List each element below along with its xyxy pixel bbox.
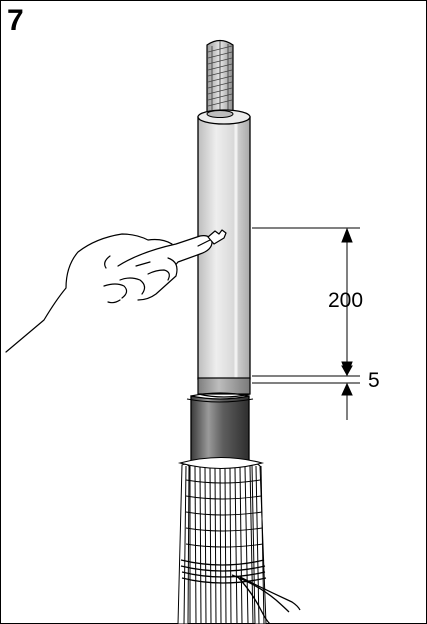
cable-icon (177, 39, 301, 624)
hand-icon (5, 229, 227, 353)
arrowhead-up-upper (341, 227, 353, 243)
dimension-label-lower: 5 (368, 369, 380, 392)
arrowhead-down-lower (341, 365, 353, 377)
wire-screen (177, 456, 267, 624)
conductor (206, 39, 234, 113)
insulation-sheath (197, 109, 251, 380)
step-number: 7 (7, 4, 24, 37)
semiconductive-screen (186, 392, 254, 467)
dimension-label-upper: 200 (328, 289, 363, 312)
arrowhead-up-lower (341, 382, 353, 396)
dimension-marks (252, 227, 360, 420)
binding-wire (180, 559, 301, 624)
